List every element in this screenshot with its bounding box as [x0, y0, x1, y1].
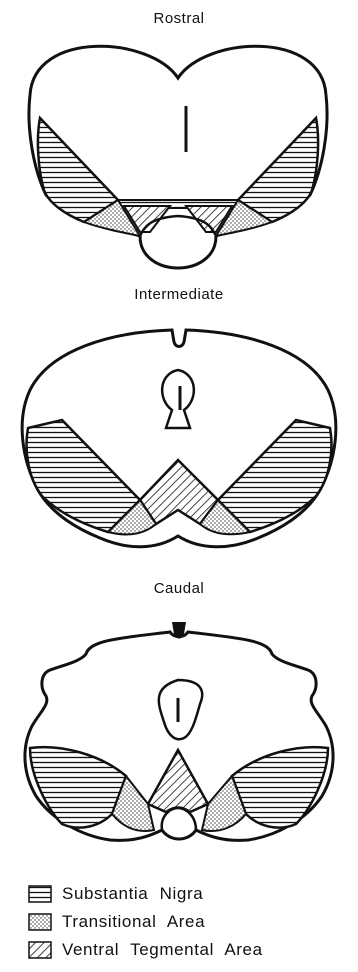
rostral-substantia-nigra-left — [38, 118, 118, 222]
transitional-area-swatch — [28, 913, 52, 931]
legend-item-substantia-nigra: Substantia Nigra — [28, 880, 263, 908]
legend: Substantia Nigra Transitional Area Ventr… — [28, 880, 263, 964]
caudal-substantia-nigra-right — [232, 747, 328, 828]
caudal-aqueduct-outline — [159, 680, 202, 739]
ventral-tegmental-area-swatch — [28, 941, 52, 959]
substantia-nigra-swatch — [28, 885, 52, 903]
legend-label: Ventral Tegmental Area — [62, 940, 263, 960]
rostral-substantia-nigra-right — [238, 118, 318, 222]
legend-label: Substantia Nigra — [62, 884, 203, 904]
legend-label: Transitional Area — [62, 912, 205, 932]
intermediate-section-diagram — [0, 300, 358, 570]
rostral-section-diagram — [0, 0, 358, 280]
intermediate-substantia-nigra-left — [27, 420, 140, 532]
intermediate-substantia-nigra-right — [218, 420, 331, 532]
caudal-label: Caudal — [0, 580, 358, 597]
caudal-section-diagram — [0, 600, 358, 870]
aqueduct-outline — [162, 370, 194, 428]
legend-item-transitional-area: Transitional Area — [28, 908, 263, 936]
caudal-vta — [148, 750, 208, 812]
legend-item-ventral-tegmental-area: Ventral Tegmental Area — [28, 936, 263, 964]
caudal-substantia-nigra-left — [30, 747, 126, 828]
